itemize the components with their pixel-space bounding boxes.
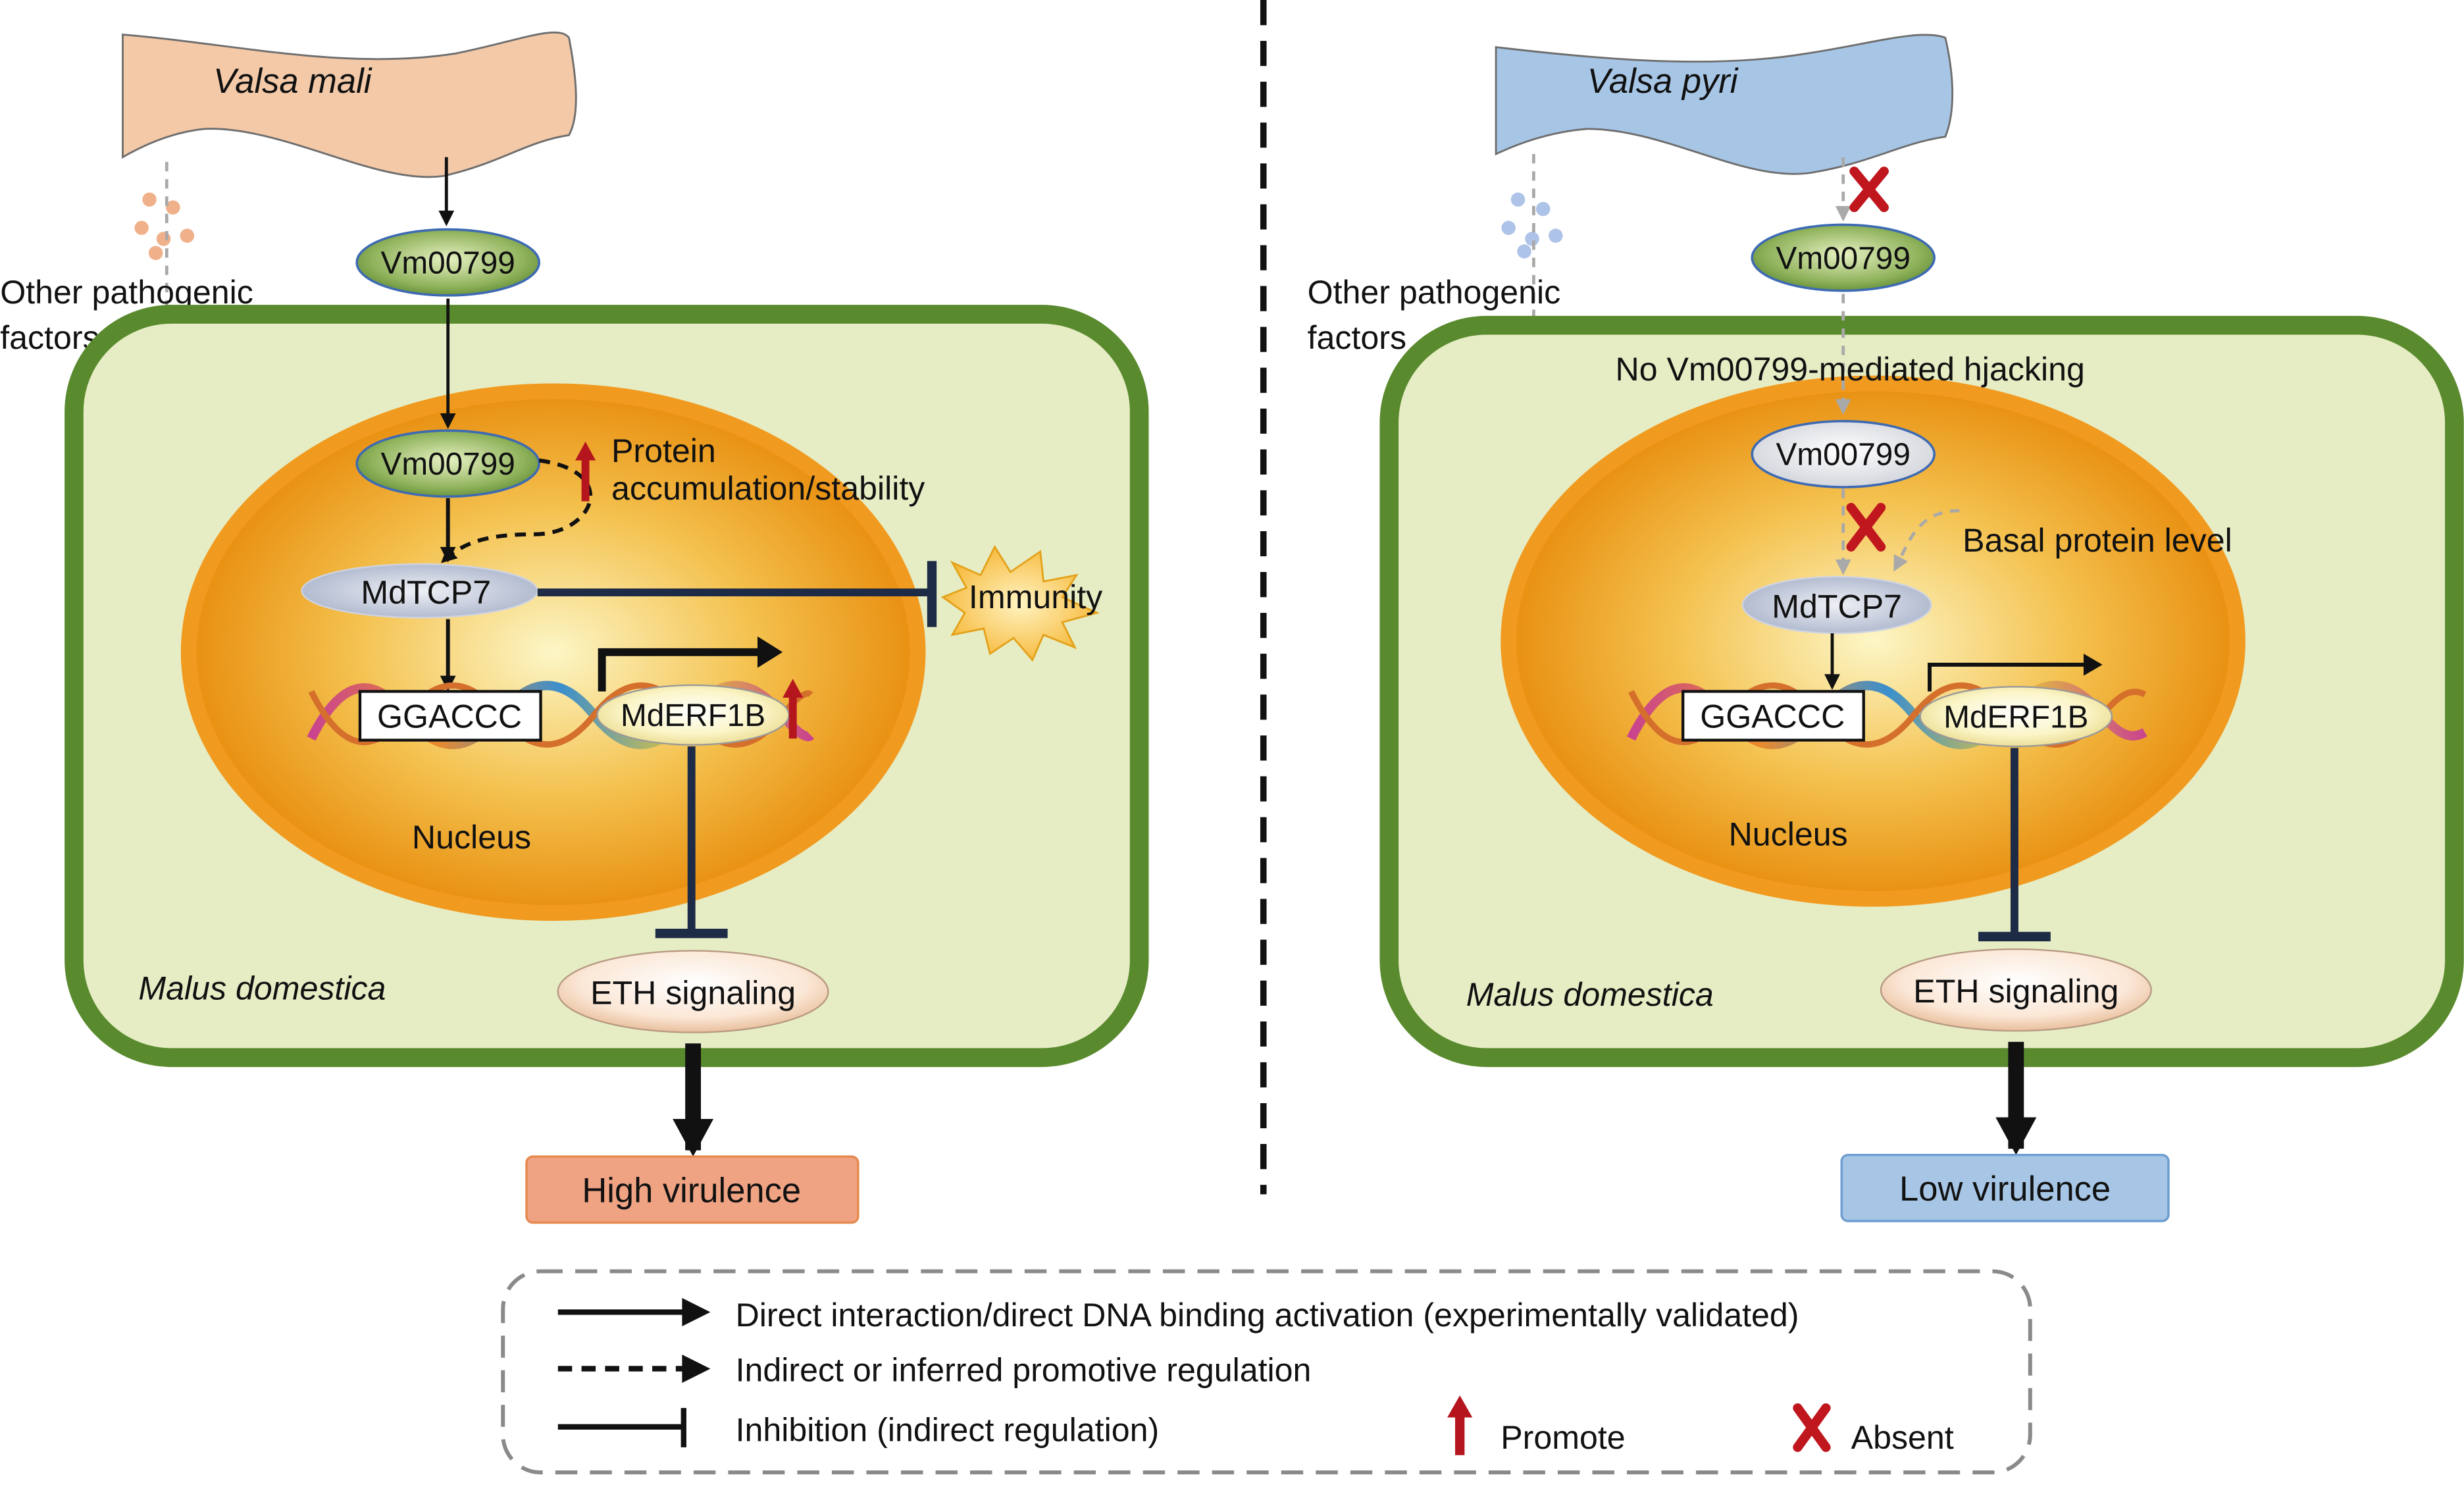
- immunity-burst: [940, 544, 1100, 662]
- motif-label-left: GGACCC: [377, 698, 522, 735]
- host-label-left: Malus domestica: [138, 970, 386, 1006]
- eth-signaling-left: [557, 950, 829, 1033]
- motif-box-left: [358, 690, 542, 742]
- effector-outside-label-right: Vm00799: [1776, 241, 1911, 276]
- legend-direct-label: Direct interaction/direct DNA binding ac…: [736, 1297, 1799, 1334]
- pathogen-label-left: Valsa mali: [213, 62, 372, 101]
- tss-arrow-left: [598, 648, 767, 692]
- other-factors-label-right-2: factors: [1308, 319, 1406, 356]
- absent-cross-hijack: [1846, 502, 1886, 552]
- right-panel: Valsa pyri Other pathogenic factors Nucl…: [1308, 34, 2464, 1222]
- eth-signaling-label-left: ETH signaling: [590, 975, 796, 1012]
- tcp7-label-left: MdTCP7: [361, 574, 491, 611]
- stability-label-line2: accumulation/stability: [611, 470, 925, 507]
- tss-arrowhead-left: [757, 636, 783, 668]
- nucleus-label-left: Nucleus: [412, 819, 531, 856]
- outcome-label-left: High virulence: [582, 1171, 801, 1210]
- no-hijack-label: No Vm00799-mediated hjacking: [1616, 351, 2085, 388]
- outcome-box-right: [1840, 1153, 2170, 1222]
- nucleus-label-right: Nucleus: [1729, 816, 1848, 852]
- other-factors-label-left: Other pathogenic: [0, 274, 253, 311]
- legend-absent-icon: [1793, 1403, 1831, 1452]
- host-label-right: Malus domestica: [1466, 976, 1714, 1013]
- immunity-label: Immunity: [969, 579, 1102, 615]
- promote-arrow-stability: [575, 441, 596, 502]
- legend-direct-arrowhead: [682, 1298, 711, 1326]
- nucleus-right: [1501, 375, 2246, 907]
- other-factors-label-left-2: factors: [0, 319, 99, 356]
- motif-label-right: GGACCC: [1700, 698, 1845, 735]
- pathogen-label-right: Valsa pyri: [1587, 62, 1739, 101]
- outcome-box-left: [525, 1155, 860, 1224]
- nucleus-left: [180, 383, 926, 921]
- other-factors-label-right: Other pathogenic: [1308, 274, 1561, 311]
- absent-cross-secretion: [1849, 167, 1889, 213]
- promote-arrow-erf1b: [783, 679, 804, 739]
- outcome-label-right: Low virulence: [1899, 1170, 2111, 1208]
- effector-nucleus-right: [1751, 420, 1936, 488]
- pathogen-banner-left: [122, 31, 577, 178]
- effector-outside-right: [1751, 223, 1936, 292]
- tss-arrow-right: [1928, 662, 2090, 692]
- legend-promote-icon: [1447, 1395, 1473, 1455]
- legend-indirect-arrowhead: [682, 1354, 711, 1383]
- legend-inhibition-label: Inhibition (indirect regulation): [736, 1411, 1160, 1448]
- stability-label-line1: Protein: [611, 432, 716, 469]
- legend-box: [501, 1269, 2032, 1475]
- pathogen-banner-right: [1495, 34, 1954, 175]
- erf1b-right: [1919, 686, 2113, 748]
- legend-indirect-label: Indirect or inferred promotive regulatio…: [736, 1352, 1312, 1389]
- legend-absent-label: Absent: [1851, 1419, 1954, 1456]
- left-panel: Valsa mali Other pathogenic factors Nucl…: [0, 31, 1149, 1224]
- effector-outside-label-left: Vm00799: [380, 246, 515, 280]
- legend-promote-label: Promote: [1501, 1419, 1625, 1456]
- effector-outside-left: [355, 228, 540, 297]
- tss-arrowhead-right: [2083, 654, 2103, 676]
- eth-signaling-label-right: ETH signaling: [1913, 973, 2118, 1010]
- secreted-particles-left: [134, 192, 195, 261]
- effector-nucleus-left: [355, 429, 540, 498]
- secreted-particles-right: [1501, 192, 1563, 259]
- erf1b-label-right: MdERF1B: [1943, 700, 2088, 735]
- eth-signaling-right: [1880, 948, 2152, 1032]
- effector-nucleus-label-right: Vm00799: [1776, 438, 1911, 473]
- legend: Direct interaction/direct DNA binding ac…: [501, 1269, 2032, 1475]
- effector-nucleus-label-left: Vm00799: [380, 447, 515, 482]
- tcp7-right: [1741, 575, 1932, 635]
- erf1b-left: [596, 684, 790, 746]
- tcp7-label-right: MdTCP7: [1772, 588, 1902, 625]
- motif-box-right: [1681, 690, 1865, 742]
- erf1b-label-left: MdERF1B: [621, 698, 765, 733]
- basal-level-label: Basal protein level: [1963, 522, 2232, 559]
